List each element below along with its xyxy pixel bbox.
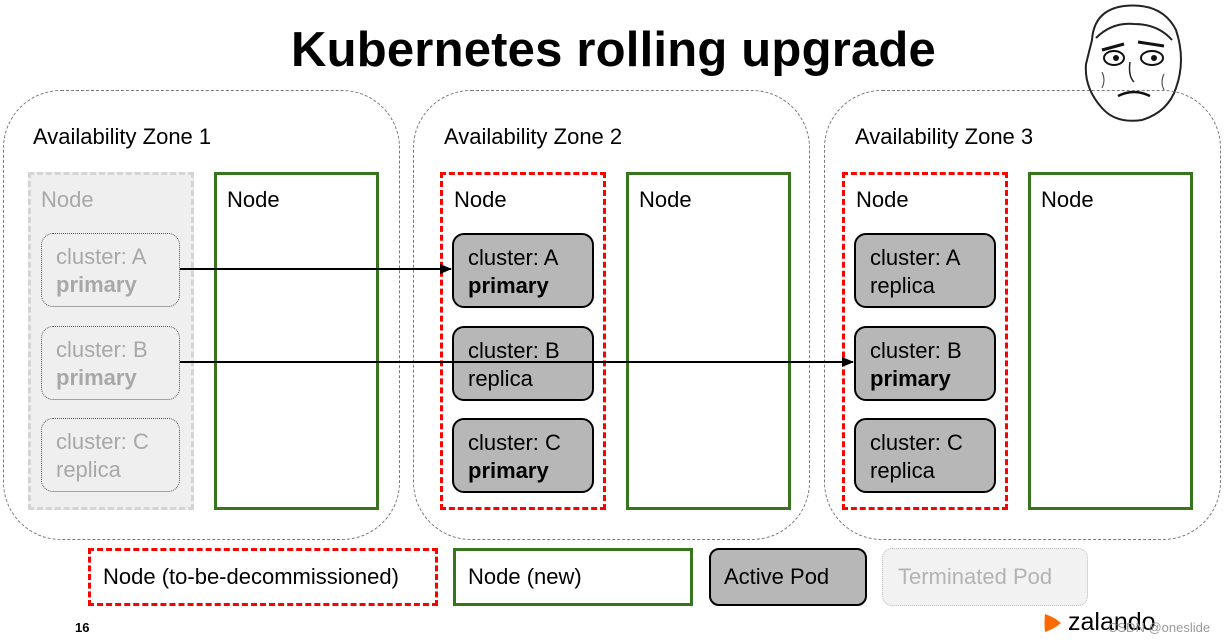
pod-terminated: cluster: C replica [41,418,180,492]
pod-active: cluster: B replica [452,326,594,401]
availability-zone-3 [824,90,1221,540]
pod-active: cluster: B primary [854,326,996,401]
meme-face-image [1084,4,1182,122]
legend-active-pod: Active Pod [709,548,867,606]
pod-cluster-label: cluster: B [468,338,560,363]
node-terminated [28,172,194,510]
slide-number: 16 [75,620,90,635]
legend-label: Active Pod [724,564,830,589]
availability-zone-1 [3,90,400,540]
zone-label: Availability Zone 2 [444,124,623,149]
legend-decommissioned-node: Node (to-be-decommissioned) [88,548,438,606]
pod-cluster-label: cluster: C [870,430,963,455]
node-new [214,172,379,510]
node-label: Node [1041,187,1094,212]
pod-cluster-label: cluster: A [468,245,559,270]
pod-role-label: primary [870,366,951,391]
pod-cluster-label: cluster: B [870,338,962,363]
node-label: Node [856,187,909,212]
availability-zone-2 [413,90,810,540]
pod-role-label: replica [870,458,935,483]
legend-label: Node (new) [468,564,582,589]
node-label: Node [639,187,692,212]
node-to-be-decommissioned [842,172,1008,510]
legend-label: Node (to-be-decommissioned) [103,564,399,589]
pod-terminated: cluster: A primary [41,233,180,307]
node-to-be-decommissioned [440,172,606,510]
pod-role-label: replica [870,273,935,298]
node-label: Node [41,187,94,212]
node-label: Node [454,187,507,212]
pod-terminated: cluster: B primary [41,326,180,400]
zone-label: Availability Zone 1 [33,124,212,149]
node-new [1028,172,1193,510]
brand-name: zalando [1068,608,1156,636]
pod-role-label: primary [56,365,137,390]
node-new [626,172,791,510]
pod-role-label: primary [56,272,137,297]
brand-logo: zalando [1040,608,1156,637]
legend-terminated-pod: Terminated Pod [882,548,1088,606]
pod-cluster-label: cluster: A [870,245,961,270]
pod-active: cluster: C replica [854,418,996,493]
pod-cluster-label: cluster: C [468,430,561,455]
node-label: Node [227,187,280,212]
pod-role-label: replica [56,457,121,482]
pod-active: cluster: C primary [452,418,594,493]
pod-cluster-label: cluster: B [56,337,148,362]
legend-label: Terminated Pod [898,564,1053,589]
legend-new-node: Node (new) [453,548,693,606]
pod-cluster-label: cluster: A [56,244,147,269]
pod-cluster-label: cluster: C [56,429,149,454]
watermark: CSDN @oneslide [1108,620,1211,635]
pod-active: cluster: A replica [854,233,996,308]
zalando-logo-icon [1044,613,1061,632]
pod-active: cluster: A primary [452,233,594,308]
zone-label: Availability Zone 3 [855,124,1034,149]
pod-role-label: replica [468,366,533,391]
slide-title: Kubernetes rolling upgrade [291,23,936,77]
pod-role-label: primary [468,273,549,298]
pod-role-label: primary [468,458,549,483]
